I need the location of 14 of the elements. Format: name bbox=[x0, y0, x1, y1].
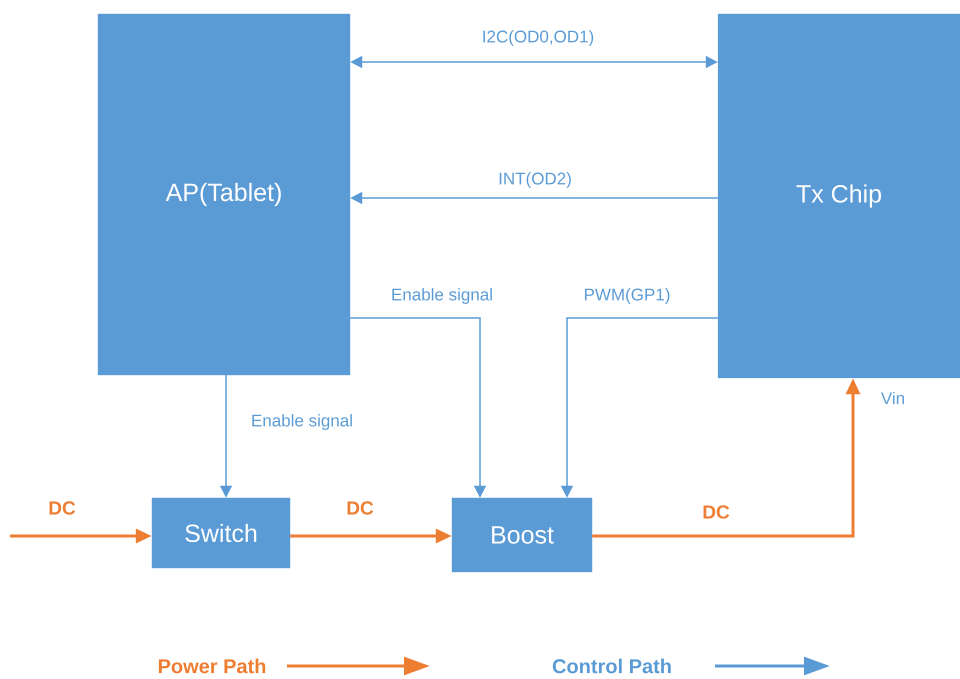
edge-label: DC bbox=[701, 504, 731, 520]
edge-label: I2C(OD0,OD1) bbox=[480, 29, 596, 47]
legend-text: Power Path bbox=[158, 658, 266, 674]
block-box: AP(Tablet) bbox=[98, 14, 350, 376]
block-box: Tx Chip bbox=[718, 14, 960, 378]
edge-label: Enable signal bbox=[390, 287, 494, 305]
edge-label: DC bbox=[345, 500, 375, 516]
edge-label: DC bbox=[47, 500, 77, 516]
edge-label: INT(OD2) bbox=[497, 171, 573, 189]
block-box: Switch bbox=[152, 498, 290, 568]
edge-label: Enable signal bbox=[250, 413, 354, 431]
edge-label: PWM(GP1) bbox=[582, 287, 672, 305]
block-box: Boost bbox=[452, 498, 592, 572]
legend-text: Control Path bbox=[552, 658, 671, 674]
